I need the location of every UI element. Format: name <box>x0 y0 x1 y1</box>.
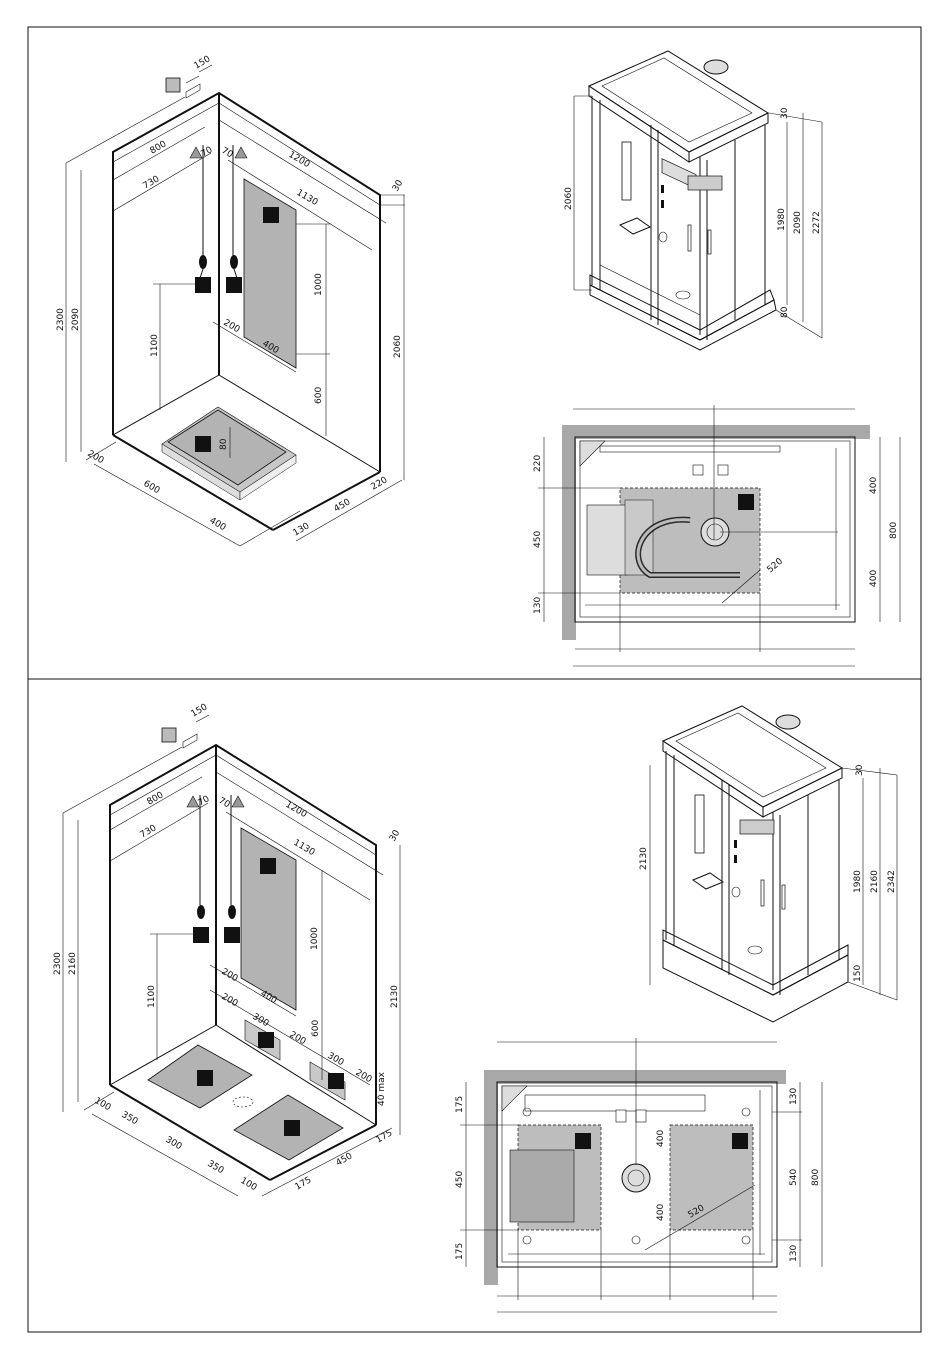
bottom-room-isometric <box>62 714 401 1197</box>
bottom-panel-frame <box>27 678 922 1333</box>
iso-dim-1980: 1980 <box>777 208 787 231</box>
dim-panel-600: 600 <box>311 1020 321 1037</box>
water-outlet-marker-1 <box>195 277 211 293</box>
iso-dim-150: 150 <box>853 965 863 982</box>
iso-dim-2160: 2160 <box>870 870 880 893</box>
plan-dim-800: 800 <box>889 522 899 539</box>
dim-tray-80: 80 <box>219 438 229 450</box>
plan-dim-130: 130 <box>533 597 543 614</box>
plan-dim-450: 450 <box>455 1171 465 1188</box>
tray-marker-square <box>195 436 211 452</box>
dim-right-height: 2130 <box>390 985 400 1008</box>
warning-icon <box>186 795 200 808</box>
plan-dim-400b: 400 <box>656 1204 666 1221</box>
iso-dim-30: 30 <box>780 107 790 119</box>
warning-icon <box>231 795 245 808</box>
iso-dim-1980: 1980 <box>853 870 863 893</box>
dim-shower-height: 2160 <box>68 952 78 975</box>
top-cabin-dimension-labels: 2060 1980 2090 2272 30 80 <box>564 107 822 318</box>
plan-dim-400a: 400 <box>869 477 879 494</box>
plan-dim-450: 450 <box>533 531 543 548</box>
dim-right-height: 2060 <box>393 335 403 358</box>
plan-dim-130b: 130 <box>789 1245 799 1262</box>
dim-pipe-1100: 1100 <box>150 334 160 357</box>
dim-panel-600: 600 <box>314 387 324 404</box>
electrical-box-icon <box>165 77 181 93</box>
bottom-cabin-isometric <box>649 705 898 1023</box>
iso-dim-2272: 2272 <box>812 211 822 234</box>
wall-panel-marker <box>263 207 279 223</box>
bottom-plan-dimension-labels: 175 450 175 400 400 520 130 540 130 800 <box>455 1088 821 1262</box>
warning-icon <box>189 146 203 159</box>
wall-panel-area <box>240 827 297 1011</box>
bottom-plan-view <box>460 1038 823 1313</box>
iso-dim-2342: 2342 <box>887 870 897 893</box>
bottom-cabin-dimension-labels: 2130 1980 2160 2342 30 150 <box>639 764 897 982</box>
plan-dim-220: 220 <box>533 455 543 472</box>
dim-shower-height: 2090 <box>71 308 81 331</box>
plan-dim-400b: 400 <box>869 570 879 587</box>
wall-panel-area <box>243 178 297 369</box>
dim-total-height: 2300 <box>56 308 66 331</box>
plan-marker-square <box>738 494 754 510</box>
dim-pipe-1100: 1100 <box>147 985 157 1008</box>
top-cabin-isometric <box>573 50 823 351</box>
top-room-isometric <box>65 64 405 547</box>
iso-dim-2060: 2060 <box>564 187 574 210</box>
plan-dim-540: 540 <box>789 1169 799 1186</box>
plan-dim-130a: 130 <box>789 1088 799 1105</box>
electrical-box-icon <box>161 727 177 743</box>
dim-panel-1000: 1000 <box>310 927 320 950</box>
iso-dim-2090: 2090 <box>793 211 803 234</box>
plan-dim-175a: 175 <box>455 1096 465 1113</box>
warning-icon <box>234 146 248 159</box>
iso-dim-30: 30 <box>855 764 865 776</box>
dim-total-height: 2300 <box>53 952 63 975</box>
plan-dim-175b: 175 <box>455 1243 465 1260</box>
dim-panel-1000: 1000 <box>314 273 324 296</box>
iso-dim-2130: 2130 <box>639 847 649 870</box>
top-plan-view <box>538 405 901 667</box>
plan-dim-800: 800 <box>811 1169 821 1186</box>
water-outlet-marker-2 <box>226 277 242 293</box>
plan-dim-400a: 400 <box>656 1130 666 1147</box>
iso-dim-80: 80 <box>780 306 790 318</box>
dim-step-40max: 40 max <box>377 1071 387 1106</box>
